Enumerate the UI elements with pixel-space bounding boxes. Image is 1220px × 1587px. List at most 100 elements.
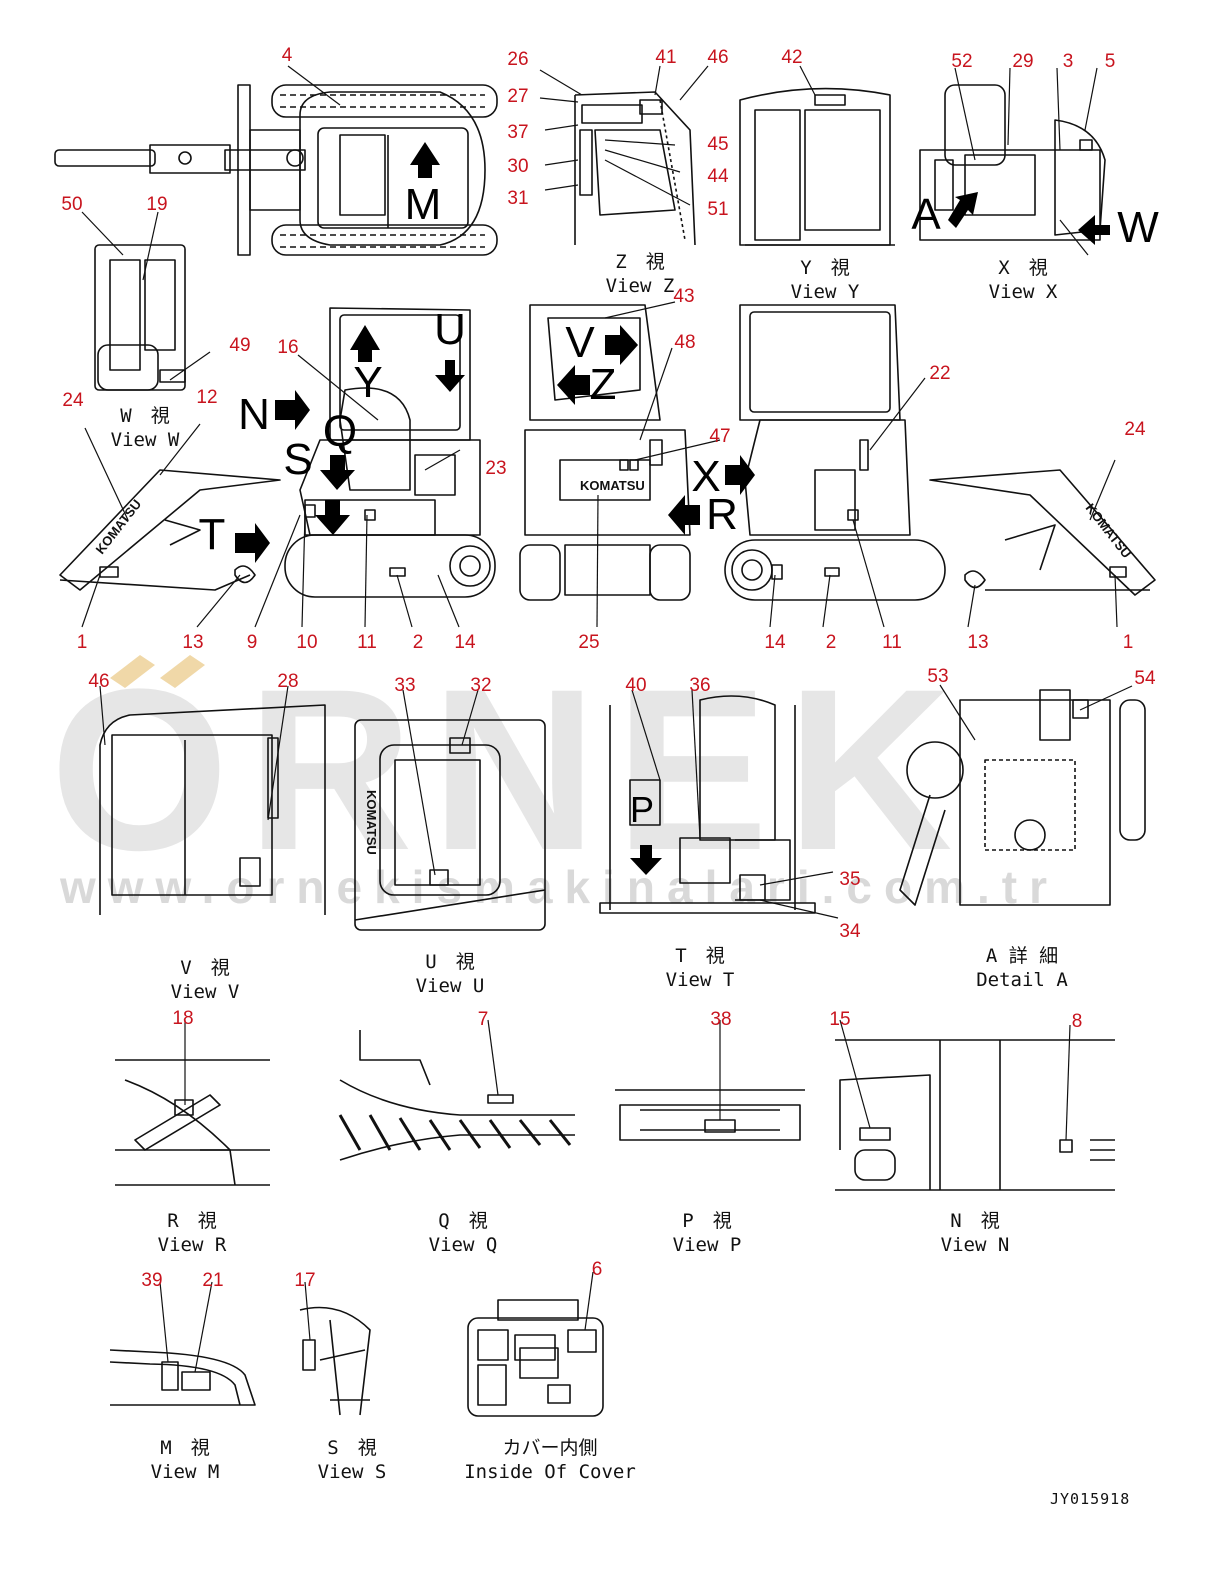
part-number: 15 — [829, 1009, 851, 1030]
front-view-excavator — [519, 304, 691, 601]
part-number: 14 — [454, 632, 476, 653]
caption-view-p: P 視 View P — [672, 1210, 742, 1256]
caption-detail-a: A 詳 細 Detail A — [976, 945, 1068, 991]
part-number: 16 — [277, 337, 299, 358]
drawing-code: JY015918 — [1050, 1490, 1131, 1508]
part-number: 34 — [839, 921, 861, 942]
part-number: 11 — [882, 632, 902, 653]
part-number: 5 — [1104, 51, 1116, 72]
svg-text:KOMATSU: KOMATSU — [364, 790, 379, 855]
view-u-drawing — [354, 719, 546, 931]
view-letter-z: Z — [589, 360, 617, 409]
watermark-url: www.ornekismakinalari.com.tr — [60, 861, 1059, 913]
view-n-drawing — [835, 1039, 1115, 1191]
caption-view-w: W 視 View W — [110, 405, 180, 451]
view-letter-r: R — [706, 490, 738, 539]
view-p-drawing — [615, 1089, 805, 1141]
view-letter-w: W — [1117, 203, 1159, 252]
part-number: 11 — [357, 632, 377, 653]
caption-view-r: R 視 View R — [157, 1210, 227, 1256]
caption-view-z: Z 視 View Z — [605, 251, 675, 297]
caption-view-y: Y 視 View Y — [790, 257, 860, 303]
caption-view-s: S 視 View S — [317, 1437, 387, 1483]
watermark-brand: ORNEK — [50, 641, 971, 898]
caption-view-q: Q 視 View Q — [428, 1210, 498, 1256]
view-m-drawing — [109, 1349, 256, 1406]
part-number: 24 — [1124, 419, 1146, 440]
part-number: 40 — [625, 675, 647, 696]
part-number: 21 — [202, 1270, 224, 1291]
part-number: 22 — [929, 363, 951, 384]
view-letter-u: U — [434, 305, 466, 354]
part-number: 32 — [470, 675, 492, 696]
part-number: 51 — [707, 199, 729, 220]
part-number: 30 — [507, 156, 529, 177]
part-number: 49 — [229, 335, 251, 356]
part-number: 50 — [61, 194, 83, 215]
part-number: 37 — [507, 122, 529, 143]
view-letter-m: M — [404, 180, 442, 229]
view-letter-x: X — [691, 452, 721, 501]
part-number: 24 — [62, 390, 84, 411]
view-v-drawing — [99, 704, 326, 915]
part-number: 13 — [967, 632, 989, 653]
part-number: 48 — [674, 332, 696, 353]
part-number: 17 — [294, 1270, 316, 1291]
part-number: 53 — [927, 666, 949, 687]
view-letter-n: N — [238, 390, 270, 439]
part-number: 36 — [689, 675, 711, 696]
view-letter-t: T — [198, 510, 226, 559]
detail-a-drawing — [899, 689, 1146, 906]
part-number: 52 — [951, 51, 973, 72]
caption-view-u: U 視 View U — [415, 951, 485, 997]
watermark-chevrons — [110, 655, 205, 688]
part-number: 33 — [394, 675, 416, 696]
view-letter-q: Q — [322, 407, 358, 456]
part-number: 23 — [485, 458, 507, 479]
caption-view-m: M 視 View M — [150, 1437, 220, 1483]
part-number: 41 — [655, 47, 677, 68]
part-number: 39 — [141, 1270, 163, 1291]
view-s-drawing — [299, 1306, 371, 1416]
part-number: 19 — [146, 194, 168, 215]
part-number: 26 — [507, 49, 529, 70]
part-number: 2 — [412, 632, 424, 653]
part-number: 54 — [1134, 668, 1156, 689]
left-side-excavator — [59, 307, 496, 598]
part-number: 7 — [477, 1009, 489, 1030]
part-number: 35 — [839, 869, 861, 890]
view-t-drawing — [599, 695, 816, 914]
part-number: 44 — [707, 166, 729, 187]
part-number: 4 — [281, 45, 293, 66]
view-y-drawing — [739, 87, 895, 246]
part-number: 47 — [709, 426, 731, 447]
leader-lines — [81, 65, 1133, 1373]
svg-text:KOMATSU: KOMATSU — [93, 497, 145, 557]
part-number: 2 — [825, 632, 837, 653]
caption-view-x: X 視 View X — [988, 257, 1058, 303]
part-number: 42 — [781, 47, 803, 68]
part-number: 10 — [296, 632, 318, 653]
view-w-drawing — [94, 244, 186, 391]
part-number: 31 — [507, 188, 529, 209]
view-z-drawing — [574, 91, 696, 246]
view-x-drawing — [919, 84, 1106, 241]
part-number: 29 — [1012, 51, 1034, 72]
right-side-excavator — [724, 304, 1156, 601]
part-number: 27 — [507, 86, 529, 107]
part-number: 43 — [673, 286, 695, 307]
direction-arrows — [235, 142, 1110, 875]
view-letter-s: S — [283, 435, 313, 484]
view-r-drawing — [115, 1059, 270, 1186]
part-number: 6 — [591, 1259, 603, 1280]
view-letter-a: A — [911, 190, 941, 239]
caption-inside-of-cover: カバー内側 Inside Of Cover — [464, 1437, 636, 1483]
part-number: 9 — [246, 632, 258, 653]
view-letter-v: V — [565, 318, 595, 367]
part-number: 46 — [707, 47, 729, 68]
part-number: 12 — [196, 387, 218, 408]
part-number: 45 — [707, 134, 729, 155]
part-number: 13 — [182, 632, 204, 653]
